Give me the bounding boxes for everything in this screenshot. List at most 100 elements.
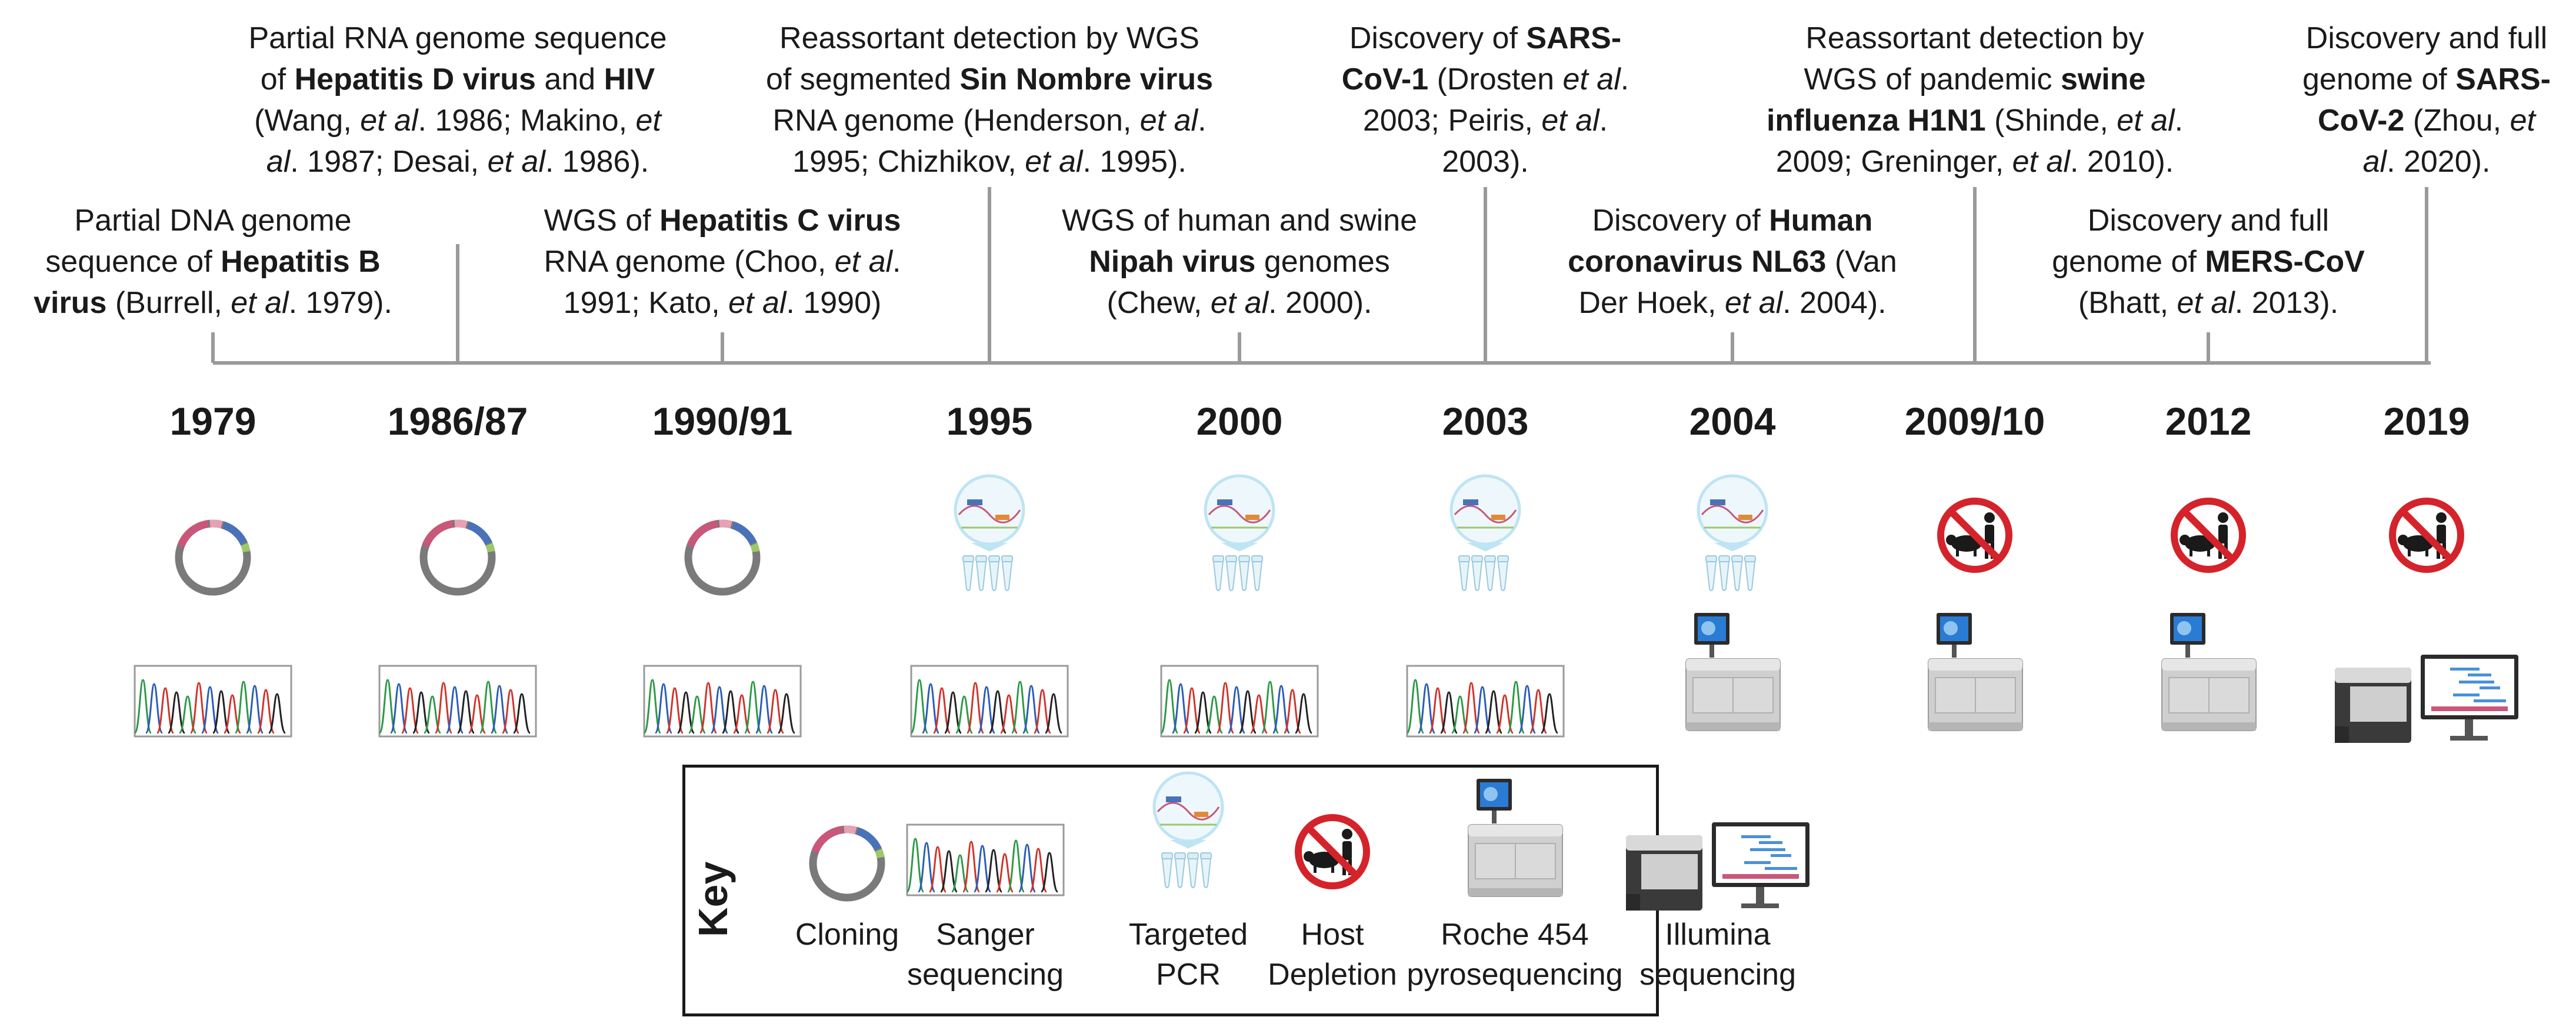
event-line: sequence of Hepatitis B: [34, 241, 392, 282]
method-sanger-1986-87: [378, 665, 537, 741]
event-text-segment: . 1986; Makino,: [418, 104, 636, 138]
event-text-segment: Partial RNA genome sequence: [248, 21, 667, 55]
illumina-sequencing-icon: [1626, 822, 1809, 911]
event-text-segment: (Wang,: [254, 104, 361, 138]
event-text-segment: HIV: [604, 62, 655, 96]
event-line: (Bhatt, et al. 2013).: [2052, 282, 2365, 324]
host-depletion-icon: [2171, 498, 2246, 573]
cloning-icon: [175, 519, 251, 596]
event-line: 1991; Kato, et al. 1990): [544, 282, 901, 324]
event-text-segment: et al: [1724, 286, 1783, 320]
method-sanger-2003: [1406, 665, 1565, 741]
event-text-segment: Partial DNA genome: [74, 204, 352, 238]
event-line: Nipah virus genomes: [1062, 241, 1417, 282]
method-host-2019: [2385, 494, 2468, 579]
event-line: al. 1987; Desai, et al. 1986).: [248, 141, 667, 182]
event-text-segment: (Zhou,: [2404, 104, 2510, 138]
method-cloning-1986-87: [416, 516, 499, 602]
event-text-segment: Hepatitis C virus: [659, 204, 901, 238]
year-label-2000: 2000: [1196, 399, 1283, 443]
targeted-pcr-icon: [1697, 474, 1768, 591]
event-line: WGS of human and swine: [1062, 200, 1417, 241]
event-text-segment: .: [2174, 104, 2184, 138]
method-sanger-2000: [1160, 665, 1319, 741]
targeted-pcr-icon: [1204, 474, 1275, 591]
tick-2012: [2207, 332, 2210, 363]
key-icon-host: [1291, 811, 1374, 896]
event-text-segment: et: [2510, 104, 2535, 138]
event-text-segment: Nipah virus: [1089, 245, 1256, 279]
event-line: influenza H1N1 (Shinde, et al.: [1767, 100, 2183, 141]
key-label-line: Roche 454: [1441, 918, 1589, 952]
event-text-segment: CoV-1: [1341, 62, 1429, 96]
event-text-segment: Hepatitis B: [221, 245, 381, 279]
event-line: 1995; Chizhikov, et al. 1995).: [766, 141, 1213, 182]
tick-1995: [988, 187, 991, 363]
event-text-segment: (Bhatt,: [2078, 286, 2177, 320]
event-text-segment: (Drosten: [1428, 62, 1563, 96]
event-text-segment: swine: [2060, 62, 2146, 96]
event-text-segment: . 1995).: [1082, 145, 1187, 179]
event-line: 2009; Greninger, et al. 2010).: [1767, 141, 2183, 182]
targeted-pcr-icon: [954, 474, 1025, 591]
event-text-segment: al: [2362, 145, 2387, 179]
tick-2009/10: [1973, 187, 1977, 363]
tick-1986/87: [456, 244, 459, 363]
event-text-segment: SARS-: [1526, 21, 1622, 55]
event-text-segment: 2003).: [1442, 145, 1529, 179]
method-illumina-2019: [2332, 650, 2521, 753]
event-text-segment: 1995; Chizhikov,: [792, 145, 1025, 179]
event-text-segment: genome of: [2052, 245, 2205, 279]
event-line: CoV-2 (Zhou, et: [2302, 100, 2551, 141]
event-text-segment: WGS of: [544, 204, 660, 238]
event-text-segment: and: [535, 62, 604, 96]
key-label-line: sequencing: [1639, 958, 1796, 992]
method-sanger-1995: [910, 665, 1069, 741]
event-line: Discovery of Human: [1568, 200, 1897, 241]
event-text-segment: Discovery and full: [2305, 21, 2548, 55]
method-roche-2012: [2157, 612, 2260, 738]
method-pcr-2003: [1444, 474, 1527, 600]
event-line: Partial DNA genome: [34, 200, 392, 241]
year-label-2012: 2012: [2165, 399, 2252, 443]
key-icon-illumina: [1624, 818, 1812, 921]
method-sanger-1990-91: [643, 665, 802, 741]
event-text-segment: RNA genome (Choo,: [544, 245, 835, 279]
event-text-segment: (Burrell,: [106, 286, 231, 320]
method-host-2009-10: [1934, 494, 2016, 579]
tick-2019: [2425, 187, 2428, 363]
event-text-segment: . 2010).: [2070, 145, 2174, 179]
event-text-segment: .: [892, 245, 901, 279]
event-text-segment: et: [635, 104, 661, 138]
key-icon-pcr: [1147, 771, 1229, 897]
event-text-segment: . 2013).: [2234, 286, 2339, 320]
year-label-2003: 2003: [1442, 399, 1529, 443]
event-line: Der Hoek, et al. 2004).: [1568, 282, 1897, 324]
year-label-2019: 2019: [2383, 399, 2470, 443]
year-label-1990-91: 1990/91: [652, 399, 793, 443]
key-label-line: Targeted: [1128, 918, 1248, 952]
event-text-segment: (Chew,: [1107, 286, 1211, 320]
event-text-segment: SARS-: [2455, 62, 2551, 96]
event-text-segment: et al: [1541, 104, 1599, 138]
method-pcr-2004: [1691, 474, 1774, 600]
key-label-line: sequencing: [907, 958, 1064, 992]
tick-1990/91: [721, 332, 724, 363]
event-text-segment: et al: [2012, 145, 2070, 179]
method-sanger-1979: [134, 665, 292, 741]
event-line: 2003; Peiris, et al.: [1342, 100, 1629, 141]
event-text-segment: 2003; Peiris,: [1362, 104, 1542, 138]
event-text-segment: RNA genome (Henderson,: [772, 104, 1140, 138]
roche-454-icon: [1927, 613, 2023, 731]
targeted-pcr-icon: [1152, 771, 1224, 888]
method-cloning-1990-91: [681, 516, 764, 602]
